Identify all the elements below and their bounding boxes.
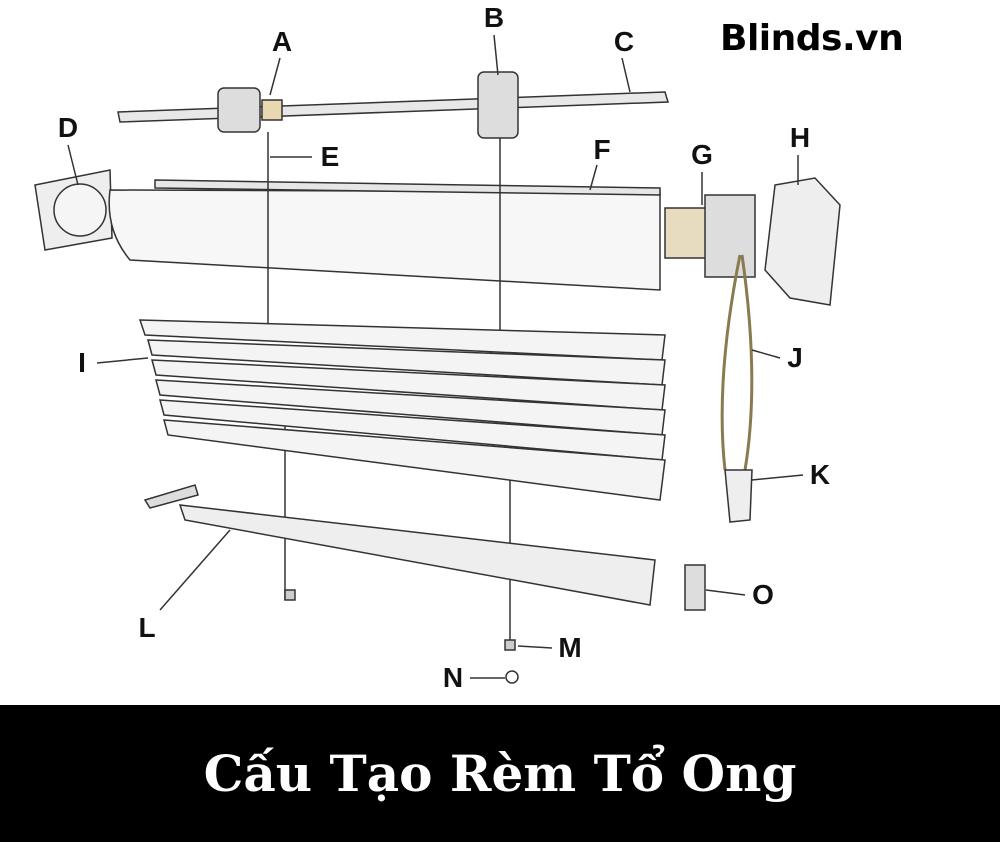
- leader-line: [705, 589, 746, 596]
- label-c: C: [613, 26, 635, 57]
- title-banner: Cấu Tạo Rèm Tổ Ong: [0, 705, 1000, 842]
- leader-lines: [67, 34, 804, 679]
- tilt-rod: [117, 91, 669, 123]
- leader-line: [751, 349, 781, 359]
- page-title: Cấu Tạo Rèm Tổ Ong: [203, 744, 797, 803]
- label-i: I: [78, 347, 86, 378]
- label-l: L: [138, 612, 156, 643]
- string-stopper: [284, 589, 296, 601]
- headrail: [108, 189, 661, 291]
- cradle: [477, 71, 519, 139]
- leader-line: [751, 474, 804, 481]
- label-o: O: [752, 579, 774, 610]
- leader-line: [621, 57, 631, 93]
- leader-line: [493, 34, 499, 76]
- headrail-lip: [154, 179, 661, 196]
- bottom-rail: [178, 504, 656, 606]
- label-k: K: [809, 459, 831, 490]
- label-d: D: [57, 112, 79, 143]
- label-g: G: [691, 139, 713, 170]
- leader-line: [96, 357, 149, 364]
- string-stopper: [504, 639, 516, 651]
- brand-logo: Blinds.vn: [720, 18, 904, 59]
- label-b: B: [483, 2, 505, 33]
- label-j: J: [787, 342, 803, 373]
- leader-line: [269, 57, 281, 96]
- label-a: A: [271, 26, 293, 57]
- cord: [720, 254, 754, 471]
- end-bracket-right: [764, 177, 841, 306]
- end-cap: [684, 564, 706, 611]
- label-n: N: [442, 662, 464, 693]
- label-e: E: [320, 141, 340, 172]
- label-f: F: [593, 134, 611, 165]
- drum-collar: [261, 99, 283, 121]
- cord-weight: [724, 469, 753, 523]
- tilt-drum: [217, 87, 261, 133]
- leader-line: [159, 529, 231, 611]
- slat: [163, 419, 666, 501]
- label-h: H: [789, 122, 811, 153]
- leader-line: [589, 164, 598, 191]
- tilter-housing: [704, 194, 756, 278]
- end-bracket-left-disc: [53, 183, 107, 237]
- blind-exploded-illustration: [34, 34, 841, 684]
- label-m: M: [558, 632, 582, 663]
- clip: [143, 484, 199, 509]
- leader-line: [67, 144, 79, 186]
- leader-line: [517, 645, 553, 649]
- string-hook: [505, 670, 519, 684]
